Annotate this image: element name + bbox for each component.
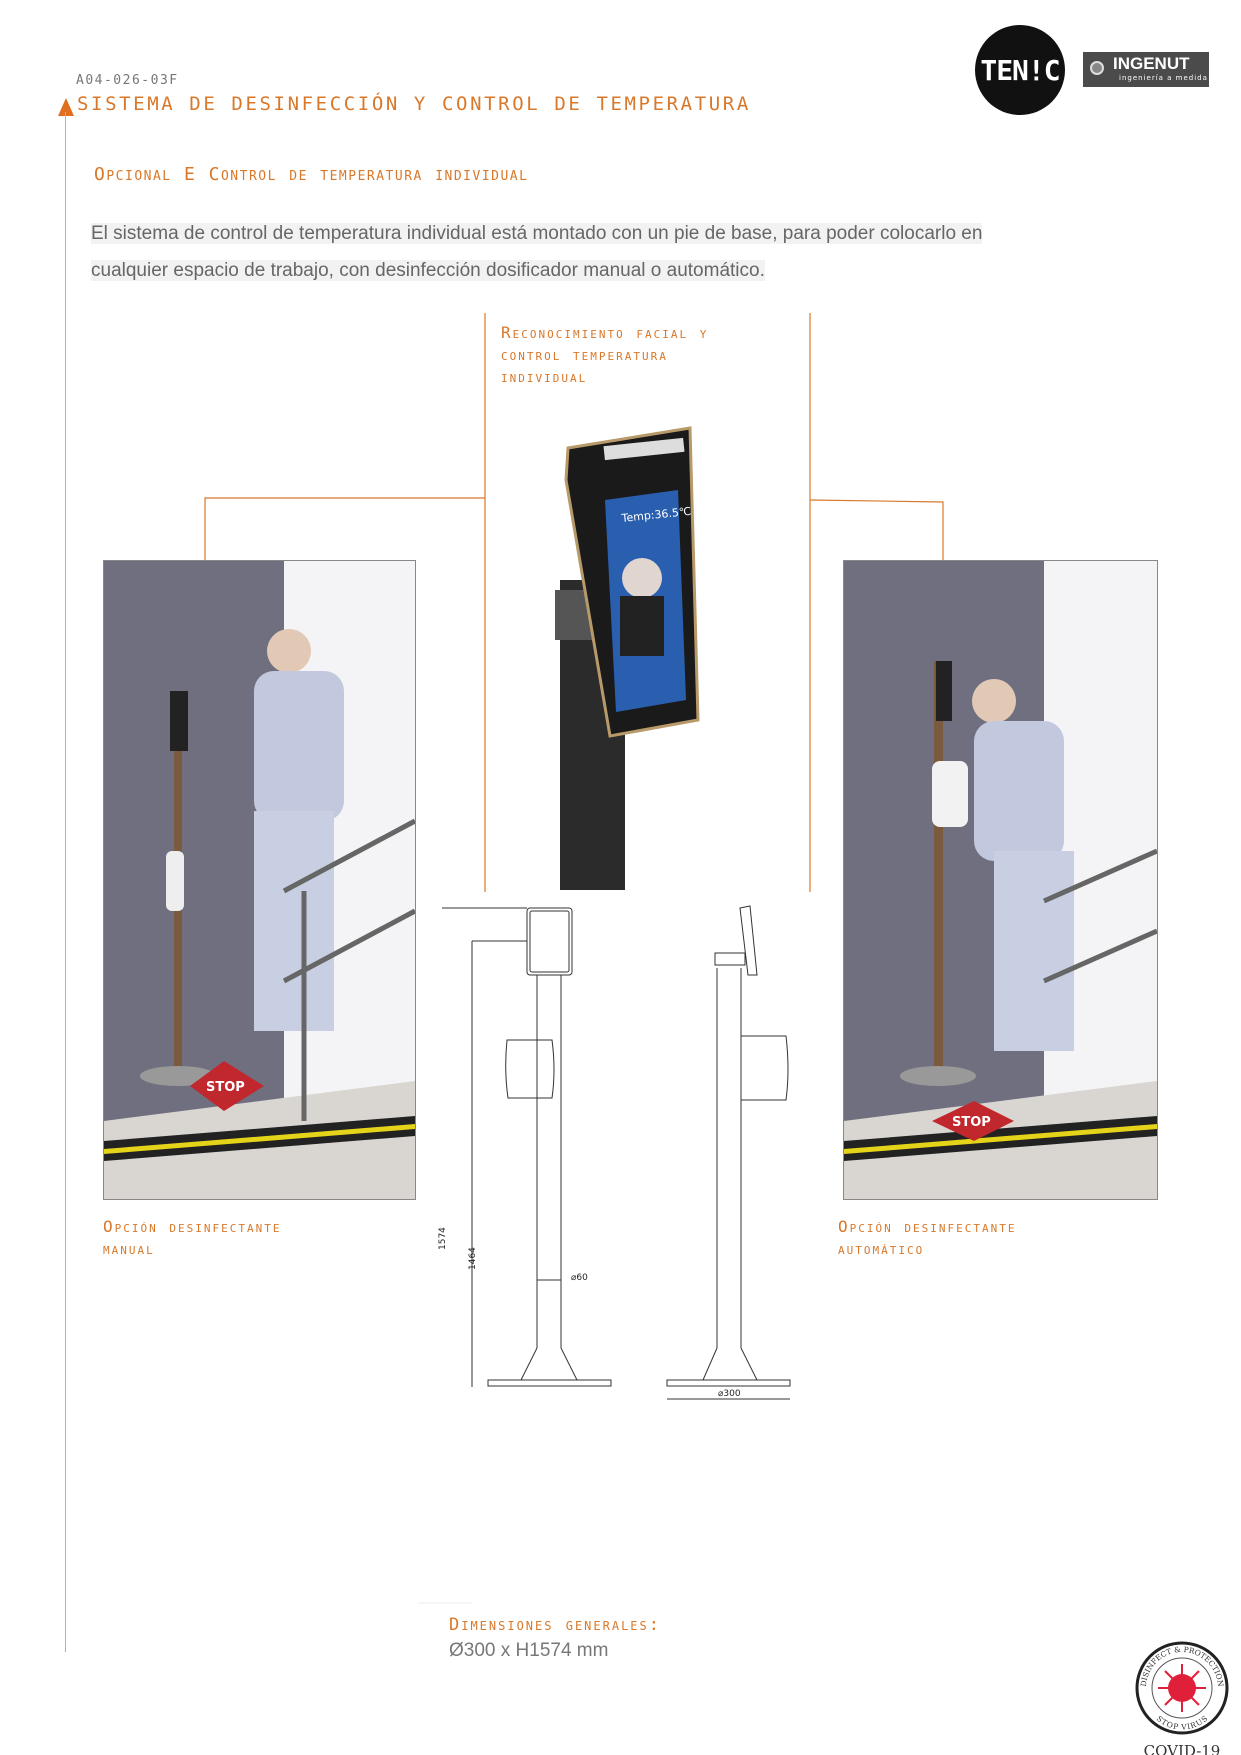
dimensions-title: Dimensiones generales: xyxy=(449,1615,661,1635)
covid-badge: DISINFECT & PROTECTION STOP VIRUS COVID-… xyxy=(1132,1640,1232,1755)
page-title: SISTEMA DE DESINFECCIÓN Y CONTROL DE TEM… xyxy=(77,93,751,115)
device-callout: Reconocimiento facial y control temperat… xyxy=(501,322,708,388)
stop-sign-text-right: STOP xyxy=(952,1115,991,1130)
automatic-callout-line-2: automático xyxy=(838,1239,925,1258)
section-description: El sistema de control de temperatura ind… xyxy=(91,215,1101,289)
automatic-callout: Opción desinfectante automático xyxy=(838,1216,1016,1260)
dimension-screen-height: 1464 xyxy=(468,1247,478,1270)
document-code: A04-026-03F xyxy=(76,73,179,88)
ingenut-name: INGENUT xyxy=(1113,54,1190,73)
manual-dispenser-photo: STOP xyxy=(103,560,416,1200)
temperature-device-image: Temp:36.5℃ xyxy=(555,426,700,890)
device-callout-line-2: control temperatura xyxy=(501,345,668,364)
dimension-base-diameter: ⌀300 xyxy=(718,1389,741,1399)
ingenut-tagline: ingeniería a medida xyxy=(1119,74,1208,82)
description-line-2: cualquier espacio de trabajo, con desinf… xyxy=(91,260,765,281)
tenic-logo: TEN!C xyxy=(975,25,1065,115)
manual-callout-line-1: Opción desinfectante xyxy=(103,1217,282,1236)
description-line-1: El sistema de control de temperatura ind… xyxy=(91,223,983,244)
section-heading: Opcional E Control de temperatura indivi… xyxy=(94,164,529,185)
margin-rule xyxy=(65,112,66,1652)
ingenut-logo: INGENUT ingeniería a medida xyxy=(1083,52,1209,87)
manual-callout: Opción desinfectante manual xyxy=(103,1216,281,1260)
device-callout-line-1: Reconocimiento facial y xyxy=(501,323,709,342)
device-callout-line-3: individual xyxy=(501,367,588,386)
covid-label: COVID-19 xyxy=(1143,1742,1221,1755)
virus-seal-icon: DISINFECT & PROTECTION STOP VIRUS xyxy=(1135,1641,1229,1735)
dimension-total-height: 1574 xyxy=(438,1227,448,1250)
manual-callout-line-2: manual xyxy=(103,1239,155,1258)
dimension-pole-diameter: ⌀60 xyxy=(571,1273,588,1283)
automatic-callout-line-1: Opción desinfectante xyxy=(838,1217,1017,1236)
automatic-dispenser-photo: STOP xyxy=(843,560,1158,1200)
ingenut-circle-icon xyxy=(1090,61,1104,75)
stop-sign-text: STOP xyxy=(206,1080,245,1095)
dimensions-value: Ø300 x H1574 mm xyxy=(449,1640,609,1661)
arrow-up-icon xyxy=(58,98,74,116)
